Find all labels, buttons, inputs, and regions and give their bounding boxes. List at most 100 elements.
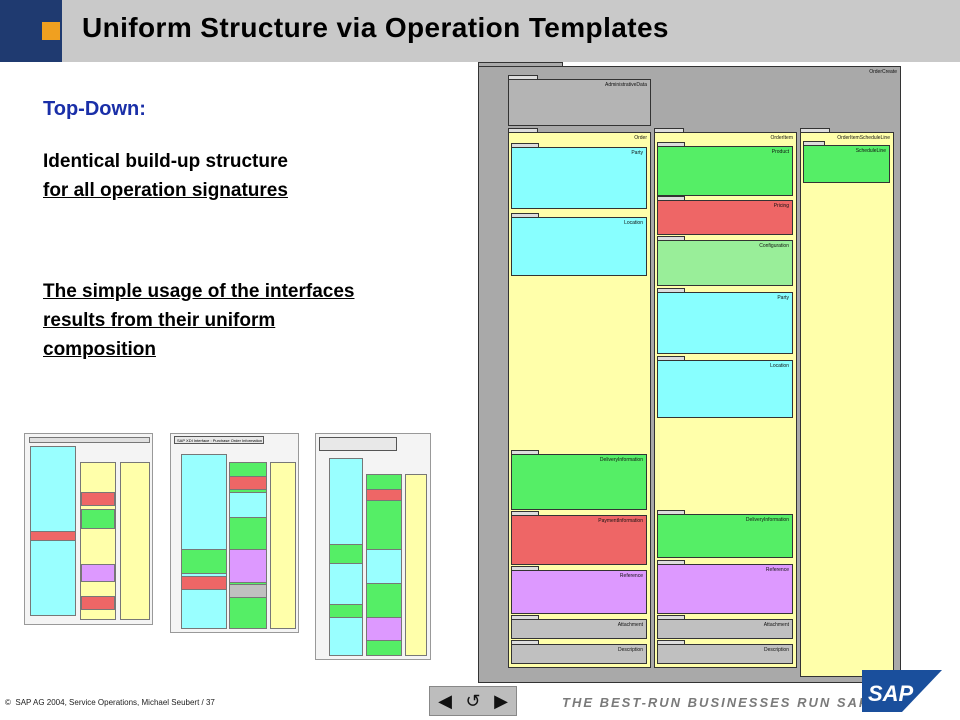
item-delivery-tab (657, 510, 685, 514)
order-attachment-label: Attachment (617, 622, 643, 628)
item-location-label: Location (770, 363, 789, 369)
thumb3-green-b (329, 604, 363, 618)
item-pricing-box: Pricing (657, 200, 793, 235)
thumb1-purple-b (81, 564, 115, 582)
item-attachment-label: Attachment (763, 622, 789, 628)
thumb1-red-c (81, 596, 115, 610)
order-description-box: Description (511, 644, 647, 664)
order-delivery-label: DeliveryInformation (599, 457, 643, 463)
item-reference-box: Reference (657, 564, 793, 614)
sap-logo: SAP (862, 670, 942, 712)
thumb2-gray-b (229, 584, 267, 598)
item-configuration-box: Configuration (657, 240, 793, 286)
order-delivery-box: DeliveryInformation (511, 454, 647, 510)
orderitem-label: OrderItem (770, 135, 793, 141)
thumbnail-2: SAP XDI Interface : Purchase Order Infor… (170, 433, 299, 633)
order-label: Order (634, 135, 647, 141)
item-product-label: Product (771, 149, 789, 155)
thumb2-col-c (270, 462, 296, 629)
item-reference-label: Reference (765, 567, 789, 573)
thumbnail-3 (315, 433, 431, 660)
order-attachment-box: Attachment (511, 619, 647, 639)
item-location-tab (657, 356, 685, 360)
order-tab (508, 128, 538, 132)
item-pricing-tab (657, 196, 685, 200)
item-description-box: Description (657, 644, 793, 664)
page-title: Uniform Structure via Operation Template… (82, 12, 669, 43)
item-party-box: Party (657, 292, 793, 354)
copyright-text: SAP AG 2004, Service Operations, Michael… (15, 698, 215, 707)
thumb3-col-c (405, 474, 427, 656)
thumb1-red-a (30, 531, 76, 541)
item-description-label: Description (763, 647, 789, 653)
slide-navigation: ◀ ↺ ▶ (429, 686, 517, 716)
order-payment-label: PaymentInformation (598, 518, 643, 524)
sap-logo-text: SAP (868, 681, 914, 706)
item-product-tab (657, 142, 685, 146)
subtitle: Top-Down: (43, 98, 146, 120)
thumb3-green-a (329, 544, 363, 564)
item-delivery-label: DeliveryInformation (745, 517, 789, 523)
scheduleline-box: ScheduleLine (803, 145, 890, 183)
thumb1-green-b (81, 509, 115, 529)
order-party-tab (511, 143, 539, 147)
thumb2-cyan-b (229, 492, 267, 518)
item-product-box: Product (657, 146, 793, 196)
item-party-tab (657, 288, 685, 292)
item-location-box: Location (657, 360, 793, 418)
order-reference-box: Reference (511, 570, 647, 614)
order-location-tab (511, 213, 539, 217)
thumb2-header: SAP XDI Interface : Purchase Order Infor… (174, 436, 264, 444)
item-configuration-tab (657, 236, 685, 240)
order-payment-box: PaymentInformation (511, 515, 647, 565)
item-attachment-box: Attachment (657, 619, 793, 639)
order-reference-tab (511, 566, 539, 570)
thumb2-col-a (181, 454, 227, 629)
order-location-label: Location (624, 220, 643, 226)
root-label: OrderCreate (869, 69, 897, 75)
bullet-2-line-2: results from their uniform (43, 310, 276, 331)
order-party-box: Party (511, 147, 647, 209)
thumb1-red-b (81, 492, 115, 506)
next-slide-button[interactable]: ▶ (494, 691, 508, 711)
thumb1-header (29, 437, 150, 443)
title-accent-square (42, 22, 60, 40)
order-reference-label: Reference (619, 573, 643, 579)
order-attachment-tab (511, 615, 539, 619)
footer-copyright: © SAP AG 2004, Service Operations, Micha… (5, 698, 215, 707)
item-reference-tab (657, 560, 685, 564)
bullet-2-line-3: composition (43, 339, 156, 360)
item-pricing-label: Pricing (773, 203, 789, 209)
thumb1-col-b (80, 462, 116, 620)
order-description-tab (511, 640, 539, 644)
order-location-box: Location (511, 217, 647, 276)
scheduleline-label: ScheduleLine (855, 148, 886, 154)
scheduleline-column: OrderItemScheduleLine (800, 132, 894, 677)
thumbnail-1 (24, 433, 153, 625)
orderitem-tab (654, 128, 684, 132)
item-attachment-tab (657, 615, 685, 619)
return-icon[interactable]: ↺ (465, 691, 481, 711)
scheduleline-column-label: OrderItemScheduleLine (837, 135, 890, 141)
order-delivery-tab (511, 450, 539, 454)
admin-label: AdministrativeData (605, 82, 647, 88)
title-bar (0, 0, 960, 62)
thumb2-red-b (229, 476, 267, 490)
thumb2-green-a (181, 549, 227, 574)
bullet-2-line-1: The simple usage of the interfaces (43, 281, 355, 302)
scheduleline-tab (800, 128, 830, 132)
order-party-label: Party (631, 150, 643, 156)
order-payment-tab (511, 511, 539, 515)
item-delivery-box: DeliveryInformation (657, 514, 793, 558)
thumb2-purple-b (229, 549, 267, 583)
bullet-1-line-1: Identical build-up structure (43, 151, 288, 172)
scheduleline-item-tab (803, 141, 825, 145)
admin-data-box: AdministrativeData (508, 79, 651, 126)
thumb3-purple-b (366, 617, 402, 641)
thumb1-col-c (120, 462, 150, 620)
admin-tab (508, 75, 538, 79)
order-description-label: Description (617, 647, 643, 653)
prev-slide-button[interactable]: ◀ (438, 691, 452, 711)
footer-tagline: THE BEST-RUN BUSINESSES RUN SAP (562, 695, 870, 710)
thumb3-header (319, 437, 397, 451)
